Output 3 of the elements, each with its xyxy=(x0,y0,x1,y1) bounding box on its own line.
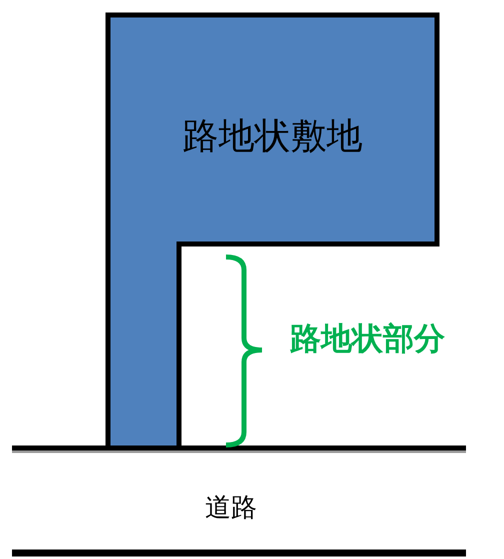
road-label: 道路 xyxy=(205,492,257,525)
lot-label: 路地状敷地 xyxy=(182,115,364,159)
part-label: 路地状部分 xyxy=(290,320,445,359)
